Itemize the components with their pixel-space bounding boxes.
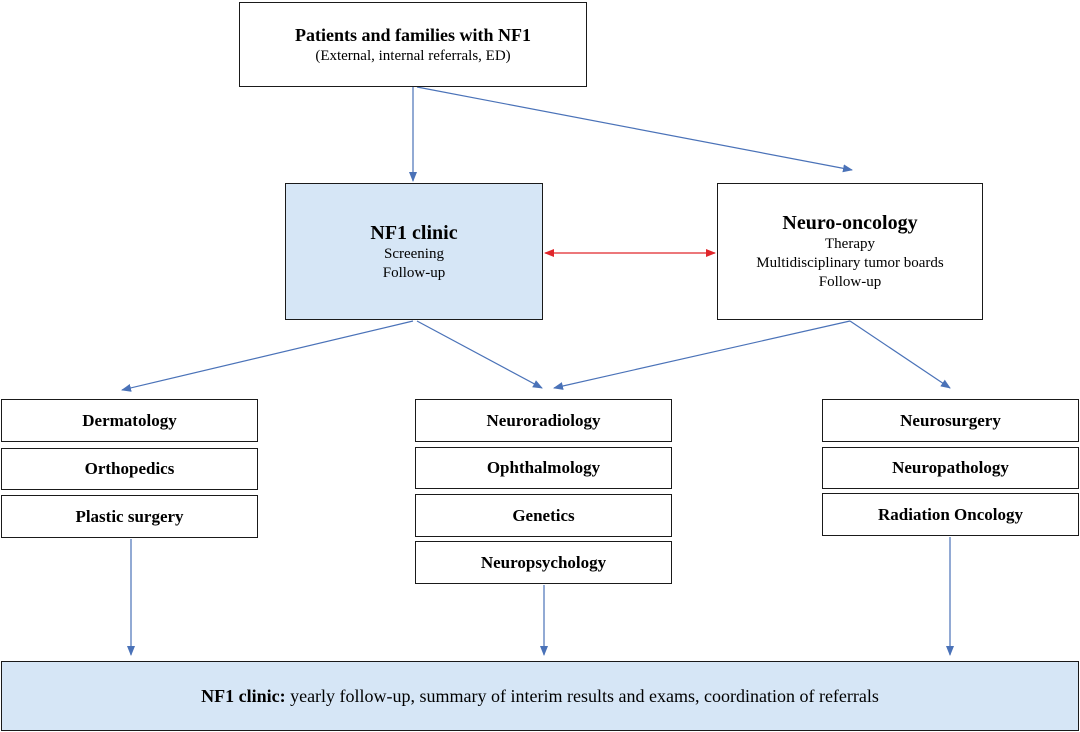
radiation-oncology-box: Radiation Oncology [822,493,1079,536]
nf1-clinic-title: NF1 clinic [370,221,458,244]
neuropsychology-box: Neuropsychology [415,541,672,584]
neuropathology-box: Neuropathology [822,447,1079,489]
patients-families-subtitle: (External, internal referrals, ED) [315,48,511,64]
arrow-neuro-oncology-to-middle-group [553,320,851,390]
nf1-clinic-line: Follow-up [382,264,446,281]
genetics-box: Genetics [415,494,672,537]
nf1-clinic-summary-box: NF1 clinic: yearly follow-up, summary of… [1,661,1079,731]
arrow-neuro-oncology-to-right-group [849,320,951,389]
arrow-top-to-neuro-oncology [416,86,853,173]
neuro-oncology-box: Neuro-oncology Therapy Multidisciplinary… [717,183,983,320]
arrow-nf1-to-middle-group [416,320,543,389]
orthopedics-box: Orthopedics [1,448,258,490]
arrow-nf1-to-left-group [121,320,414,392]
plastic-surgery-box: Plastic surgery [1,495,258,538]
neuro-oncology-title: Neuro-oncology [782,212,918,234]
neurosurgery-box: Neurosurgery [822,399,1079,442]
patients-families-box: Patients and families with NF1 (External… [239,2,587,87]
ophthalmology-box: Ophthalmology [415,447,672,489]
neuro-oncology-line: Therapy [825,236,875,252]
summary-text: yearly follow-up, summary of interim res… [285,685,879,706]
neuro-oncology-line: Multidisciplinary tumor boards [756,255,944,271]
neuro-oncology-line: Follow-up [818,274,882,290]
patients-families-title: Patients and families with NF1 [295,25,531,45]
summary-label: NF1 clinic: [201,685,286,706]
dermatology-box: Dermatology [1,399,258,442]
nf1-clinic-box: NF1 clinic Screening Follow-up [285,183,543,320]
neuroradiology-box: Neuroradiology [415,399,672,442]
nf1-clinic-line: Screening [384,245,444,262]
